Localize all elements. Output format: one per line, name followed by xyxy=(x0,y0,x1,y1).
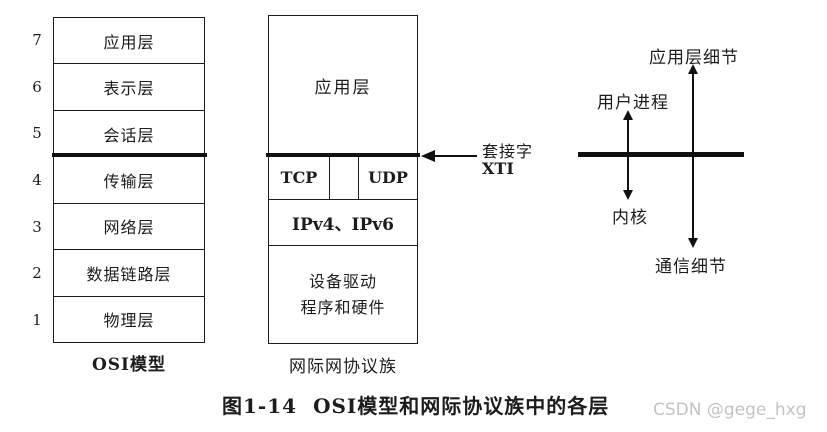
osi-layer-datalink: 数据链路层 xyxy=(54,249,204,295)
app-comm-arrow-down-icon xyxy=(688,238,698,248)
osi-layer-number: 6 xyxy=(32,77,42,96)
osi-layer-application: 应用层 xyxy=(103,32,155,52)
app-comm-arrow-up-icon xyxy=(688,64,698,74)
inet-socket-boundary-line xyxy=(266,153,420,157)
osi-layer-number: 2 xyxy=(32,264,42,283)
osi-layer-number: 7 xyxy=(32,31,42,50)
tcp-box: TCP xyxy=(280,167,318,187)
osi-layer-numbers: 7 6 5 4 3 2 1 xyxy=(24,17,50,343)
figure-caption: 图1-14 OSI模型和网际协议族中的各层 xyxy=(222,390,609,419)
ip-layer-box: IPv4、IPv6 xyxy=(269,199,417,245)
osi-socket-boundary-line xyxy=(52,153,207,157)
inet-application-layer: 应用层 xyxy=(314,77,372,98)
user-kernel-boundary-line xyxy=(578,152,744,157)
inet-transport-row: TCP UDP xyxy=(269,154,417,199)
udp-box: UDP xyxy=(368,167,408,187)
osi-layer-network: 网络层 xyxy=(54,202,204,249)
device-driver-line1: 设备驱动 xyxy=(308,271,377,291)
xti-label: XTI xyxy=(482,159,514,178)
socket-arrow-shaft xyxy=(433,155,477,157)
osi-layer-number: 3 xyxy=(32,217,42,236)
figure-number: 图1-14 xyxy=(222,394,298,418)
osi-layer-transport: 传输层 xyxy=(54,156,204,202)
figure-title: OSI模型和网际协议族中的各层 xyxy=(313,394,610,418)
csdn-watermark: CSDN @gege_hxg xyxy=(653,400,807,420)
osi-layer-number: 5 xyxy=(32,124,42,143)
user-kernel-arrow-shaft xyxy=(627,118,629,192)
device-driver-box: 设备驱动 程序和硬件 xyxy=(269,245,417,343)
osi-column-caption: OSI模型 xyxy=(91,355,167,375)
user-process-label: 用户进程 xyxy=(597,93,669,113)
communication-detail-label: 通信细节 xyxy=(655,257,727,277)
user-kernel-arrow-down-icon xyxy=(623,190,633,200)
device-driver-line2: 程序和硬件 xyxy=(300,297,386,317)
inet-column-caption: 网际网协议族 xyxy=(289,357,397,377)
kernel-label: 内核 xyxy=(612,208,648,228)
socket-label: 套接字 xyxy=(482,142,534,161)
application-detail-label: 应用层细节 xyxy=(649,48,739,68)
osi-layer-session: 会话层 xyxy=(54,109,204,156)
osi-model-stack: 应用层 表示层 会话层 传输层 网络层 数据链路层 物理层 xyxy=(53,17,205,343)
internet-protocol-stack: 应用层 TCP UDP IPv4、IPv6 设备驱动 程序和硬件 xyxy=(268,15,418,344)
osi-layer-number: 1 xyxy=(32,310,42,329)
user-kernel-arrow-up-icon xyxy=(623,110,633,120)
app-comm-arrow-shaft xyxy=(692,72,694,240)
socket-arrow-left-icon xyxy=(421,150,435,162)
osi-layer-number: 4 xyxy=(32,171,42,190)
osi-layer-presentation: 表示层 xyxy=(54,63,204,109)
transport-gap-box xyxy=(329,155,359,199)
osi-layer-physical: 物理层 xyxy=(54,295,204,342)
